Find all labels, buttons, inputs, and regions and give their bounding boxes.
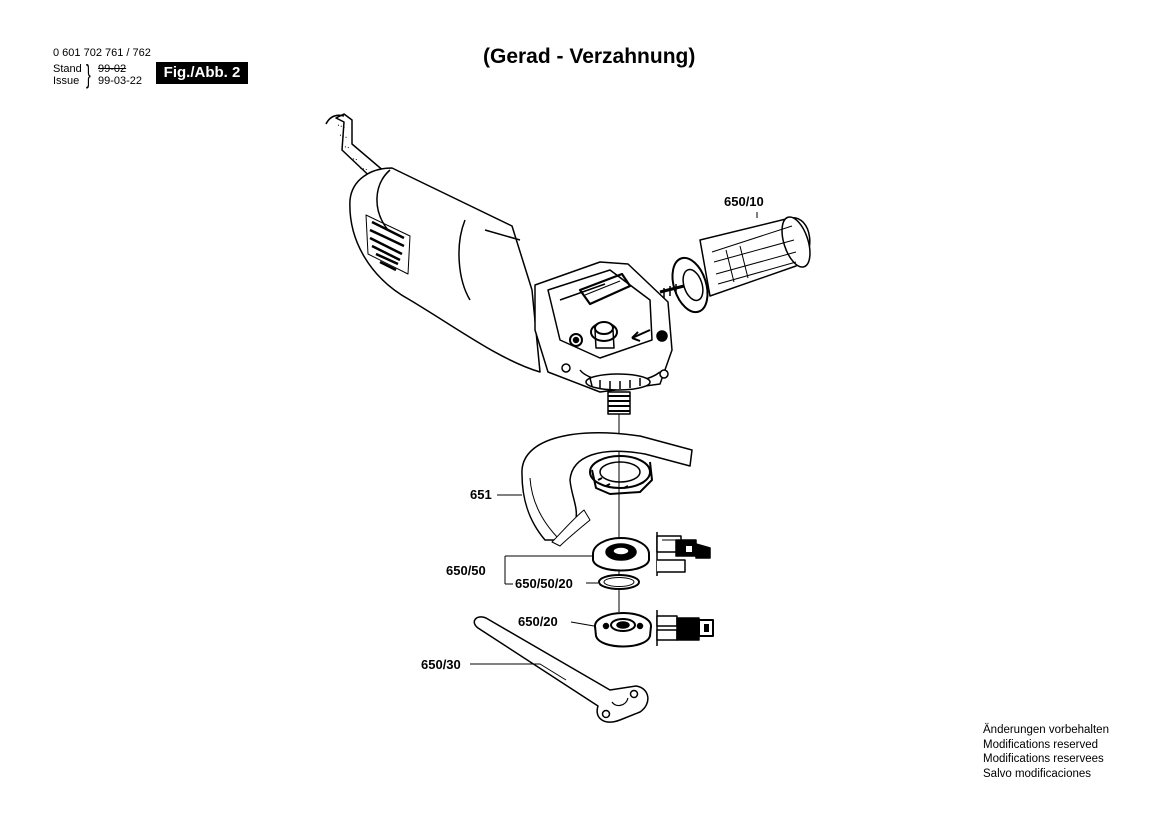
support-flange: [592, 537, 650, 578]
clamping-nut: [594, 612, 652, 648]
two-pin-spanner: [473, 616, 649, 723]
page-title: (Gerad - Verzahnung): [483, 45, 696, 68]
auxiliary-handle: [659, 216, 811, 314]
callout-protection-guard: 651: [470, 487, 492, 502]
modification-notice: Änderungen vorbehalten Modifications res…: [983, 723, 1109, 781]
issue-label: Issue: [53, 75, 80, 87]
o-ring: [598, 574, 640, 612]
callout-o-ring: 650/50/20: [515, 576, 573, 591]
note-line-es: Salvo modificaciones: [983, 767, 1092, 780]
stand-date: 99-02: [98, 63, 127, 75]
stand-label: Stand: [53, 63, 82, 75]
part-number: 0 601 702 761 / 762: [53, 47, 151, 59]
grinder-motor-housing: [349, 167, 541, 373]
note-line-fr: Modifications reservees: [983, 753, 1104, 765]
note-line-en: Modifications reserved: [983, 738, 1099, 751]
nut-section-symbol: [656, 610, 714, 646]
callout-flange-set: 650/50: [446, 563, 486, 578]
callout-spanner: 650/30: [421, 657, 461, 672]
brace-symbol: }: [86, 59, 91, 89]
callout-auxiliary-handle: 650/10: [724, 194, 764, 209]
figure-badge: Fig./Abb. 2: [156, 62, 248, 84]
leader-lines: [470, 212, 758, 681]
gear-head: [534, 261, 673, 393]
note-line-de: Änderungen vorbehalten: [983, 724, 1109, 736]
callout-clamping-nut: 650/20: [518, 614, 558, 629]
issue-date: 99-03-22: [98, 75, 143, 87]
flange-section-symbol: [656, 532, 711, 576]
protection-guard: [521, 432, 693, 547]
